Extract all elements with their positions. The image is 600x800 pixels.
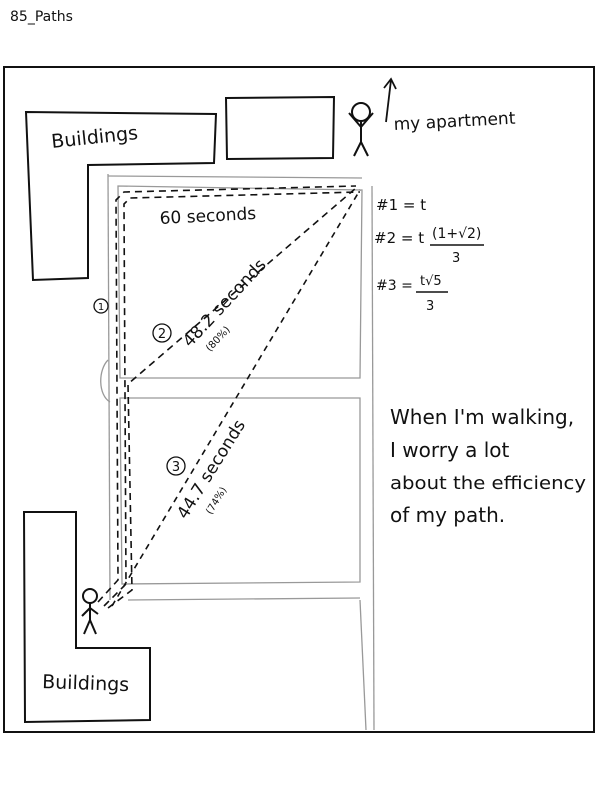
path-3-number: 3 — [172, 460, 180, 475]
file-title: 85_Paths — [10, 9, 73, 25]
path-1-time: 60 seconds — [159, 204, 257, 229]
formula-2-denominator: 3 — [452, 251, 460, 266]
formula-3-numerator: t√5 — [420, 274, 442, 289]
stick-figure-walker — [81, 588, 99, 635]
path-3-number-circle — [166, 456, 186, 476]
formula-3-denominator: 3 — [426, 299, 434, 314]
formula-1: #1 = t — [376, 196, 426, 214]
label-buildings-bottom: Buildings — [42, 671, 130, 696]
formula-3-prefix: #3 = — [376, 278, 413, 294]
arrow-up-icon — [383, 77, 397, 123]
formula-2-prefix: #2 = t — [374, 229, 424, 247]
path-2-line — [107, 187, 357, 609]
path-1-number: 1 — [98, 302, 104, 313]
building-top-left — [24, 110, 218, 282]
caption-line-3: about the efficiency — [390, 473, 586, 494]
caption-line-2: I worry a lot — [390, 438, 510, 462]
path-1-number-circle — [93, 298, 109, 314]
formula-2-numerator: (1+√2) — [432, 226, 481, 242]
building-top-middle — [224, 95, 336, 161]
building-bottom-left — [22, 511, 151, 724]
label-my-apartment: my apartment — [393, 109, 516, 135]
panel-border — [3, 66, 595, 733]
path-2-number-circle — [152, 323, 172, 343]
path-2-number: 2 — [158, 327, 166, 342]
path-3-line — [111, 189, 361, 607]
stick-figure-apartment — [348, 102, 374, 157]
path-1-line — [97, 185, 361, 607]
sidewalks — [100, 173, 375, 731]
label-buildings-top: Buildings — [50, 122, 139, 153]
caption-line-1: When I'm walking, — [390, 405, 574, 429]
caption-line-4: of my path. — [390, 503, 505, 527]
